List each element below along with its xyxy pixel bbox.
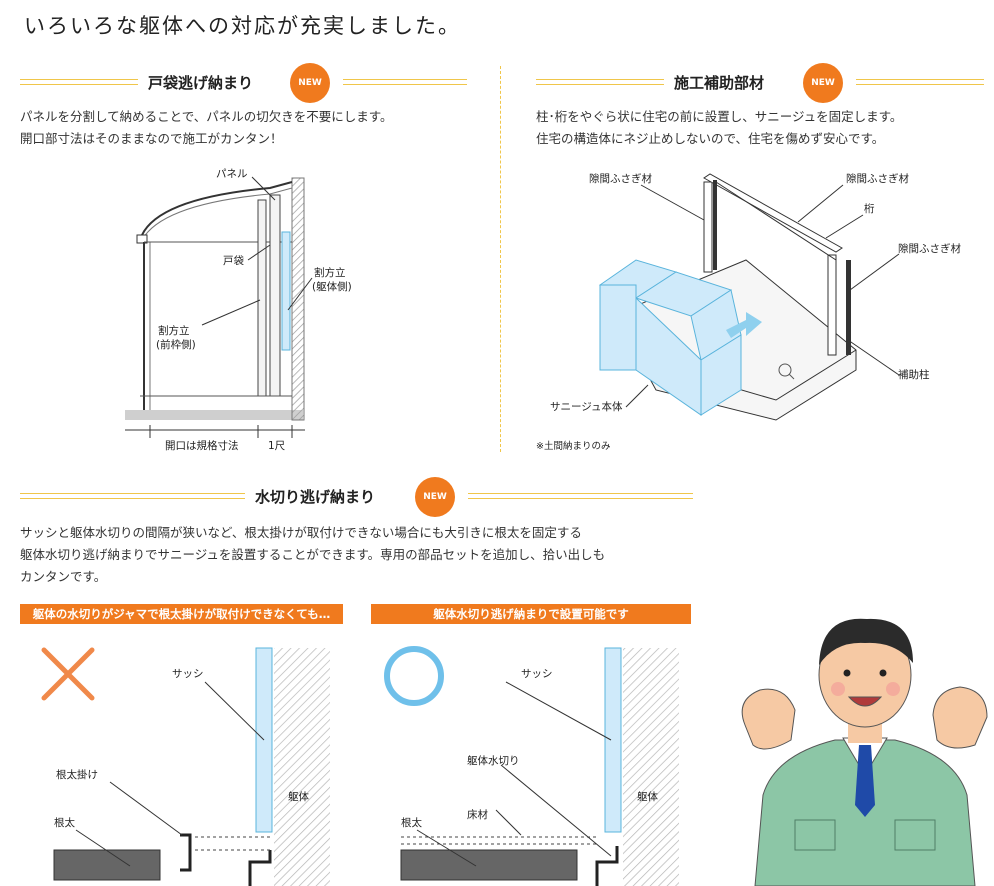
label-honntai: サニージュ本体 [550, 400, 623, 413]
label-neda: 根太 [54, 816, 75, 829]
label-waritate-mae-1: 割方立 [158, 324, 190, 337]
magnifier-icon [778, 363, 792, 377]
label-waritate-kutai-1: 割方立 [314, 266, 346, 279]
label-kutai: 躯体 [637, 790, 658, 803]
nedakake [180, 833, 192, 872]
label-nedakake: 根太掛け [56, 768, 98, 781]
label-note: ※土間納まりのみ [536, 440, 610, 452]
label-kutai-mizukiri: 躯体水切り [467, 754, 520, 767]
left-fist [741, 688, 796, 750]
kutai-mizukiri [595, 846, 619, 886]
hair [819, 618, 913, 665]
section-rule-left [536, 79, 664, 85]
good-case-diagram: サッシ 躯体水切り 躯体 床材 根太 [384, 646, 679, 886]
label-yuka: 床材 [467, 808, 488, 821]
tobukuro-diagram: パネル 戸袋 割方立 (躯体側) 割方立 (前枠側) 開口は規格寸法 1尺 [125, 168, 352, 452]
label-waritate-kutai-2: (躯体側) [312, 280, 352, 293]
label-waritate-mae-2: (前枠側) [156, 338, 196, 351]
label-isshaku: 1尺 [268, 440, 286, 452]
label-sash: サッシ [521, 668, 553, 680]
good-caption: 躯体水切り逃げ納まりで設置可能です [371, 604, 691, 624]
panel [257, 199, 267, 397]
label-hojobashira: 補助柱 [898, 368, 930, 381]
arrow-icon [726, 312, 762, 338]
label-sukima-2: 隙間ふさぎ材 [846, 172, 909, 185]
new-badge: NEW [803, 63, 843, 103]
bad-caption: 躯体の水切りがジャマで根太掛けが取付けできなくても… [20, 604, 343, 624]
new-badge: NEW [290, 63, 330, 103]
section-rule-left [20, 493, 245, 499]
circle-ok-icon [384, 646, 444, 706]
tobukuro [269, 194, 281, 397]
label-kaikou: 開口は規格寸法 [165, 439, 239, 452]
label-sash: サッシ [172, 668, 204, 680]
worker-illustration [741, 618, 988, 886]
section-desc-mizukiri: サッシと躯体水切りの間隔が狭いなど、根太掛けが取付けできない場合にも大引きに根太… [20, 525, 606, 584]
wall-kutai [274, 648, 330, 886]
section-rule-right [468, 493, 693, 499]
label-panel: パネル [216, 168, 248, 180]
sash [604, 647, 622, 833]
neda [53, 849, 161, 881]
waritate [281, 231, 291, 351]
cross-icon [41, 647, 95, 701]
tie [855, 745, 875, 817]
section-title-mizukiri: 水切り逃げ納まり [255, 488, 376, 506]
right-fist [932, 686, 988, 749]
label-sukima-3: 隙間ふさぎ材 [898, 242, 961, 255]
bad-case-diagram: サッシ 根太掛け 躯体 根太 [41, 647, 330, 886]
label-tobukuro: 戸袋 [223, 254, 244, 267]
hojo-diagram: 隙間ふさぎ材 隙間ふさぎ材 桁 隙間ふさぎ材 補助柱 サニージュ本体 ※土間納ま… [536, 172, 961, 452]
section-title-tobukuro: 戸袋逃げ納まり [148, 74, 254, 92]
label-kutai: 躯体 [288, 790, 309, 803]
label-keta: 桁 [864, 202, 875, 215]
mouth [847, 696, 883, 707]
label-neda: 根太 [401, 816, 422, 829]
section-rule-right [343, 79, 467, 85]
section-rule-right [856, 79, 984, 85]
section-title-hojo: 施工補助部材 [674, 74, 765, 92]
section-desc-hojo: 柱･桁をやぐら状に住宅の前に設置し、サニージュを固定します。 住宅の構造体にネジ… [536, 109, 903, 146]
ground-slab [125, 410, 303, 420]
label-sukima-1: 隙間ふさぎ材 [589, 172, 652, 185]
new-badge: NEW [415, 477, 455, 517]
section-desc-tobukuro: パネルを分割して納めることで、パネルの切欠きを不要にします。 開口部寸法はそのま… [20, 109, 393, 146]
column-divider [500, 66, 501, 452]
section-rule-left [20, 79, 138, 85]
wall-kutai [623, 648, 679, 886]
page-headline: いろいろな躯体への対応が充実しました。 [24, 14, 461, 38]
wall [291, 177, 305, 421]
roof-curve [141, 181, 293, 236]
neda [400, 849, 578, 881]
